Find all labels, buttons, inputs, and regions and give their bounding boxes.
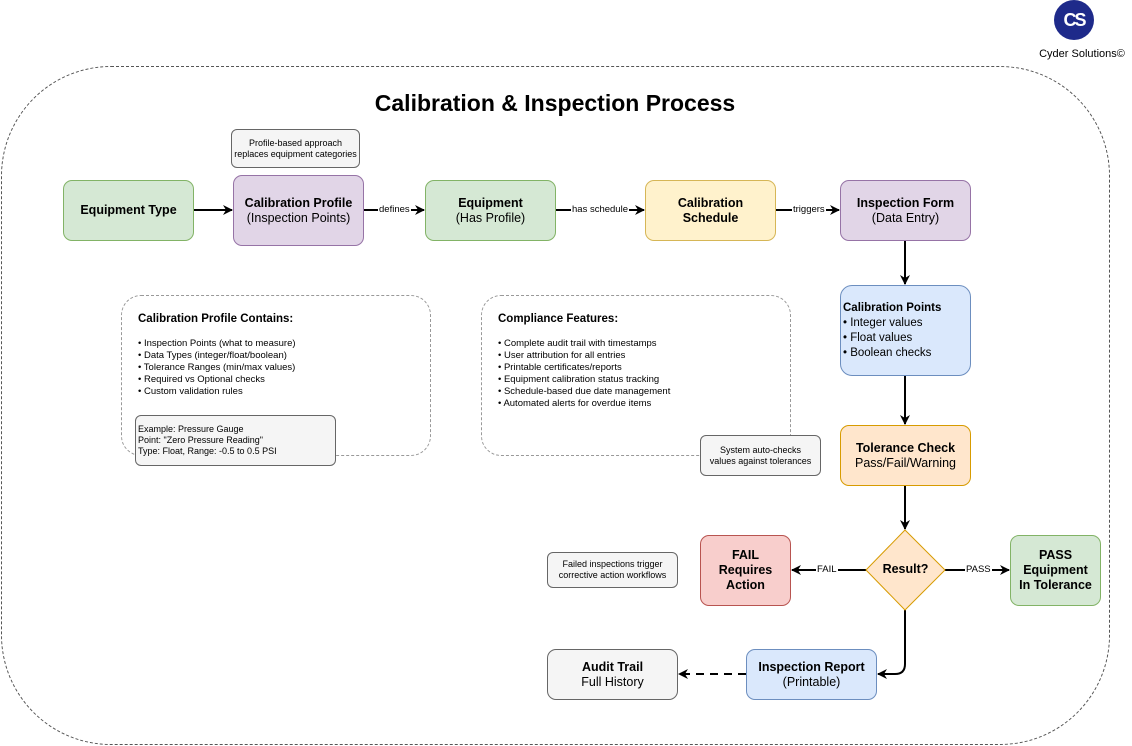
note-line: values against tolerances bbox=[709, 455, 812, 466]
panel-list-item: • Automated alerts for overdue items bbox=[498, 398, 652, 409]
panel-list-item: • Data Types (integer/float/boolean) bbox=[138, 350, 287, 361]
node-calibration-profile[interactable]: Calibration Profile (Inspection Points) bbox=[233, 175, 364, 246]
node-line: FAIL bbox=[731, 548, 760, 562]
node-title: Equipment bbox=[458, 195, 523, 210]
node-subtitle: Pass/Fail/Warning bbox=[855, 455, 956, 470]
panel-compliance: Compliance Features: • Complete audit tr… bbox=[481, 295, 791, 456]
panel-profile-contains: Calibration Profile Contains: • Inspecti… bbox=[121, 295, 431, 456]
note-line: corrective action workflows bbox=[558, 570, 667, 580]
node-tolerance-check[interactable]: Tolerance Check Pass/Fail/Warning bbox=[840, 425, 971, 486]
node-subtitle: (Has Profile) bbox=[455, 210, 526, 225]
note-line: replaces equipment categories bbox=[234, 148, 357, 159]
panel-list-item: • Complete audit trail with timestamps bbox=[498, 338, 657, 349]
node-line: In Tolerance bbox=[1019, 578, 1092, 592]
node-line: Equipment bbox=[1023, 563, 1088, 577]
node-item: • Integer values bbox=[843, 316, 923, 329]
node-calibration-schedule[interactable]: Calibration Schedule bbox=[645, 180, 776, 241]
node-title: Tolerance Check bbox=[855, 440, 956, 455]
company-logo: CS bbox=[1054, 0, 1094, 40]
panel-list-item: • Required vs Optional checks bbox=[138, 374, 265, 385]
panel-list-item: • Inspection Points (what to measure) bbox=[138, 338, 296, 349]
node-item: • Boolean checks bbox=[843, 346, 932, 359]
panel-list-item: • User attribution for all entries bbox=[498, 350, 626, 361]
diagram-title: Calibration & Inspection Process bbox=[374, 90, 736, 116]
node-title: Equipment Type bbox=[80, 203, 177, 217]
node-title: Inspection Form bbox=[856, 195, 955, 210]
node-audit-trail[interactable]: Audit Trail Full History bbox=[547, 649, 678, 700]
edge-label-pass: PASS bbox=[965, 564, 992, 575]
node-title: Calibration Profile bbox=[244, 195, 353, 210]
result-diamond-shape bbox=[865, 529, 946, 611]
node-calibration-points[interactable]: Calibration Points • Integer values • Fl… bbox=[840, 285, 971, 376]
outer-dashed-frame bbox=[1, 66, 1110, 745]
edge-label-defines: defines bbox=[378, 204, 411, 215]
node-subtitle: (Data Entry) bbox=[871, 210, 940, 225]
node-line: Requires bbox=[718, 563, 773, 577]
edge-label-has-schedule: has schedule bbox=[571, 204, 629, 215]
example-line: Type: Float, Range: -0.5 to 0.5 PSI bbox=[138, 446, 277, 456]
node-line: Action bbox=[726, 578, 765, 592]
panel-list-item: • Printable certificates/reports bbox=[498, 362, 622, 373]
node-equipment-type[interactable]: Equipment Type bbox=[63, 180, 194, 241]
node-title: Audit Trail bbox=[581, 659, 644, 674]
node-title-line2: Schedule bbox=[682, 210, 739, 225]
node-pass[interactable]: PASS Equipment In Tolerance bbox=[1010, 535, 1101, 606]
panel-list-item: • Equipment calibration status tracking bbox=[498, 374, 660, 385]
logo-text: CS bbox=[1063, 9, 1086, 30]
panel-list-item: • Custom validation rules bbox=[138, 386, 243, 397]
example-line: Example: Pressure Gauge bbox=[138, 424, 244, 434]
edge-label-triggers: triggers bbox=[792, 204, 826, 215]
panel-heading: Compliance Features: bbox=[498, 313, 619, 325]
note-line: Failed inspections trigger bbox=[562, 559, 663, 569]
node-subtitle: Full History bbox=[581, 674, 644, 689]
node-item: • Float values bbox=[843, 331, 913, 344]
node-subtitle: (Printable) bbox=[782, 674, 841, 689]
node-line: PASS bbox=[1038, 548, 1073, 562]
panel-list: • Complete audit trail with timestamps •… bbox=[498, 338, 670, 410]
node-subtitle: (Inspection Points) bbox=[246, 210, 351, 225]
panel-heading: Calibration Profile Contains: bbox=[138, 313, 294, 325]
node-equipment[interactable]: Equipment (Has Profile) bbox=[425, 180, 556, 241]
panel-list-item: • Tolerance Ranges (min/max values) bbox=[138, 362, 296, 373]
node-inspection-form[interactable]: Inspection Form (Data Entry) bbox=[840, 180, 971, 241]
node-title: Calibration Points bbox=[843, 301, 942, 314]
node-title: Calibration bbox=[677, 195, 744, 210]
example-line: Point: "Zero Pressure Reading" bbox=[138, 435, 263, 445]
edge-result-to-report bbox=[877, 610, 906, 679]
note-line: Profile-based approach bbox=[248, 137, 343, 148]
panel-list: • Inspection Points (what to measure) • … bbox=[138, 338, 296, 398]
note-example: Example: Pressure Gauge Point: "Zero Pre… bbox=[135, 415, 336, 466]
node-fail[interactable]: FAIL Requires Action bbox=[700, 535, 791, 606]
note-line: System auto-checks bbox=[719, 444, 802, 455]
node-title: Inspection Report bbox=[758, 659, 865, 674]
brand-name: Cyder Solutions© bbox=[1039, 48, 1125, 60]
edge-label-fail: FAIL bbox=[816, 564, 838, 575]
panel-list-item: • Schedule-based due date management bbox=[498, 386, 671, 397]
node-result[interactable]: Result? bbox=[882, 562, 929, 576]
node-inspection-report[interactable]: Inspection Report (Printable) bbox=[746, 649, 877, 700]
